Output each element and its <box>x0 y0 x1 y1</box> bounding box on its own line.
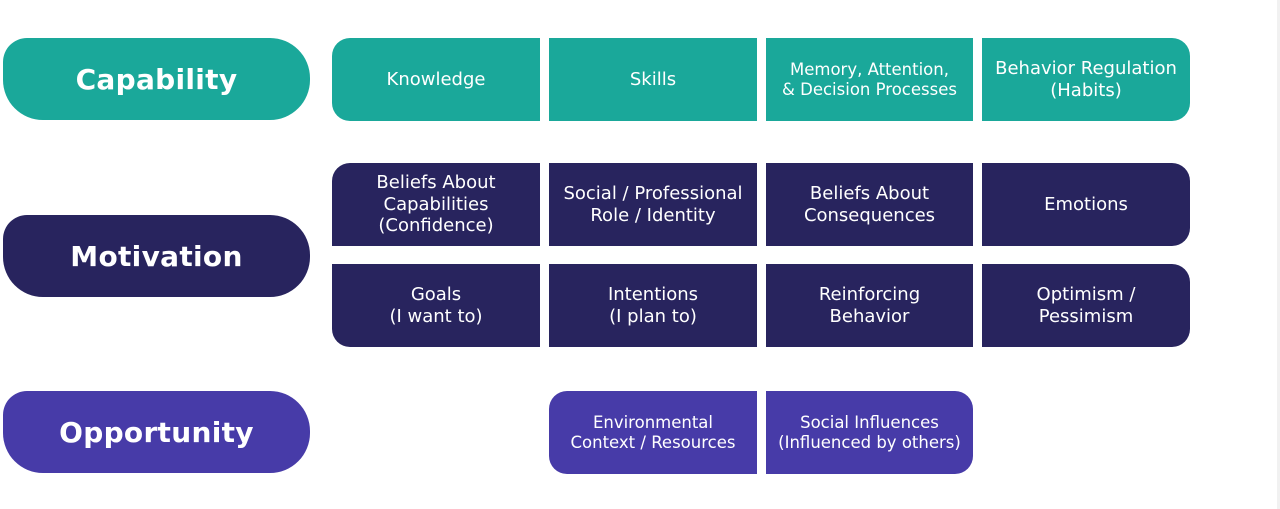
beliefs-capabilities-box: Beliefs About Capabilities (Confidence) <box>332 163 540 246</box>
behavior-regulation-text: Behavior Regulation (Habits) <box>995 57 1177 101</box>
reinforcing-behavior-text: Reinforcing Behavior <box>818 283 921 327</box>
beliefs-consequences-text: Beliefs About Consequences <box>803 182 936 226</box>
goals-text: Goals (I want to) <box>389 283 483 327</box>
environmental-context-text: Environmental Context / Resources <box>570 412 736 452</box>
knowledge-text: Knowledge <box>386 68 486 90</box>
social-professional-role-box: Social / Professional Role / Identity <box>549 163 757 246</box>
motivation-label-text: Motivation <box>70 239 243 273</box>
right-edge-divider <box>1277 0 1280 509</box>
behavior-regulation-box: Behavior Regulation (Habits) <box>982 38 1190 121</box>
reinforcing-behavior-box: Reinforcing Behavior <box>766 264 973 347</box>
social-professional-role-text: Social / Professional Role / Identity <box>563 182 743 226</box>
goals-box: Goals (I want to) <box>332 264 540 347</box>
opportunity-label: Opportunity <box>3 391 310 473</box>
memory-attention-text: Memory, Attention, & Decision Processes <box>782 59 957 99</box>
intentions-text: Intentions (I plan to) <box>607 283 699 327</box>
social-influences-box: Social Influences (Influenced by others) <box>766 391 973 474</box>
beliefs-consequences-box: Beliefs About Consequences <box>766 163 973 246</box>
emotions-box: Emotions <box>982 163 1190 246</box>
environmental-context-box: Environmental Context / Resources <box>549 391 757 474</box>
optimism-pessimism-box: Optimism / Pessimism <box>982 264 1190 347</box>
knowledge-box: Knowledge <box>332 38 540 121</box>
social-influences-text: Social Influences (Influenced by others) <box>778 412 961 452</box>
skills-text: Skills <box>629 68 677 90</box>
motivation-label: Motivation <box>3 215 310 297</box>
memory-attention-box: Memory, Attention, & Decision Processes <box>766 38 973 121</box>
intentions-box: Intentions (I plan to) <box>549 264 757 347</box>
beliefs-capabilities-text: Beliefs About Capabilities (Confidence) <box>376 172 496 237</box>
capability-label: Capability <box>3 38 310 120</box>
skills-box: Skills <box>549 38 757 121</box>
opportunity-label-text: Opportunity <box>59 415 254 449</box>
capability-label-text: Capability <box>75 62 238 96</box>
optimism-pessimism-text: Optimism / Pessimism <box>1036 283 1136 327</box>
emotions-text: Emotions <box>1044 193 1128 215</box>
